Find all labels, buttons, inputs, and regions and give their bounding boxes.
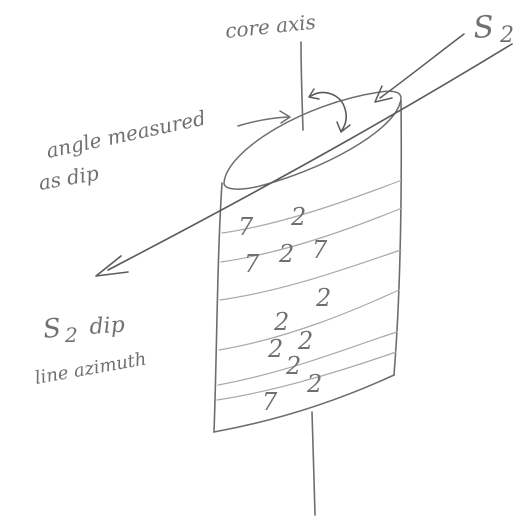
angle-pointer-arrow	[237, 116, 289, 127]
s2-pointer-arrowhead	[374, 85, 393, 103]
core-mark: 7	[238, 213, 254, 241]
dip-angle-arc	[310, 91, 347, 131]
core-mark: 2	[315, 284, 331, 312]
core-mark: 2	[285, 352, 301, 380]
s2-dip-label: S	[42, 313, 63, 345]
core-bottom-edge	[213, 374, 395, 433]
core-left-side	[213, 182, 223, 433]
angle-measured-label: angle measured	[44, 106, 208, 163]
core-top-ellipse	[223, 90, 402, 190]
core-mark: 2	[290, 203, 306, 231]
s2-pointer-arrow	[379, 33, 465, 99]
core-mark: 7	[262, 388, 278, 416]
as-dip-label: as dip	[37, 161, 101, 195]
core-mark: 2	[297, 327, 313, 355]
core-mark: 2	[306, 370, 322, 398]
core-mark: 7	[312, 236, 328, 264]
s2-dip-line	[107, 43, 513, 271]
s2-top-subscript: 2	[499, 23, 514, 48]
dip-angle-arrowhead-right	[336, 121, 351, 133]
core-mark: 2	[278, 240, 294, 268]
foliation-bands	[216, 179, 403, 401]
core-axis-line-top	[300, 41, 304, 131]
core-axis-label: core axis	[224, 10, 317, 43]
s2-top-label: S	[472, 10, 495, 46]
core-axis-line-bottom	[311, 411, 316, 516]
core-mark: 2	[267, 335, 283, 363]
dip-word-label: dip	[89, 313, 126, 340]
s2-dip-subscript: 2	[64, 323, 78, 347]
line-azimuth-label: line azimuth	[33, 349, 148, 389]
core-mark: 7	[244, 250, 260, 278]
core-right-side	[393, 99, 403, 376]
dip-angle-arrowhead-left	[308, 88, 320, 100]
core-mark: 2	[273, 308, 289, 336]
s2-dip-arrowhead	[95, 255, 129, 277]
core-surface-marks: 7 2 7 2 7 2 2 2 2 2 7 2	[238, 203, 331, 416]
angle-pointer-arrowhead	[279, 110, 291, 124]
